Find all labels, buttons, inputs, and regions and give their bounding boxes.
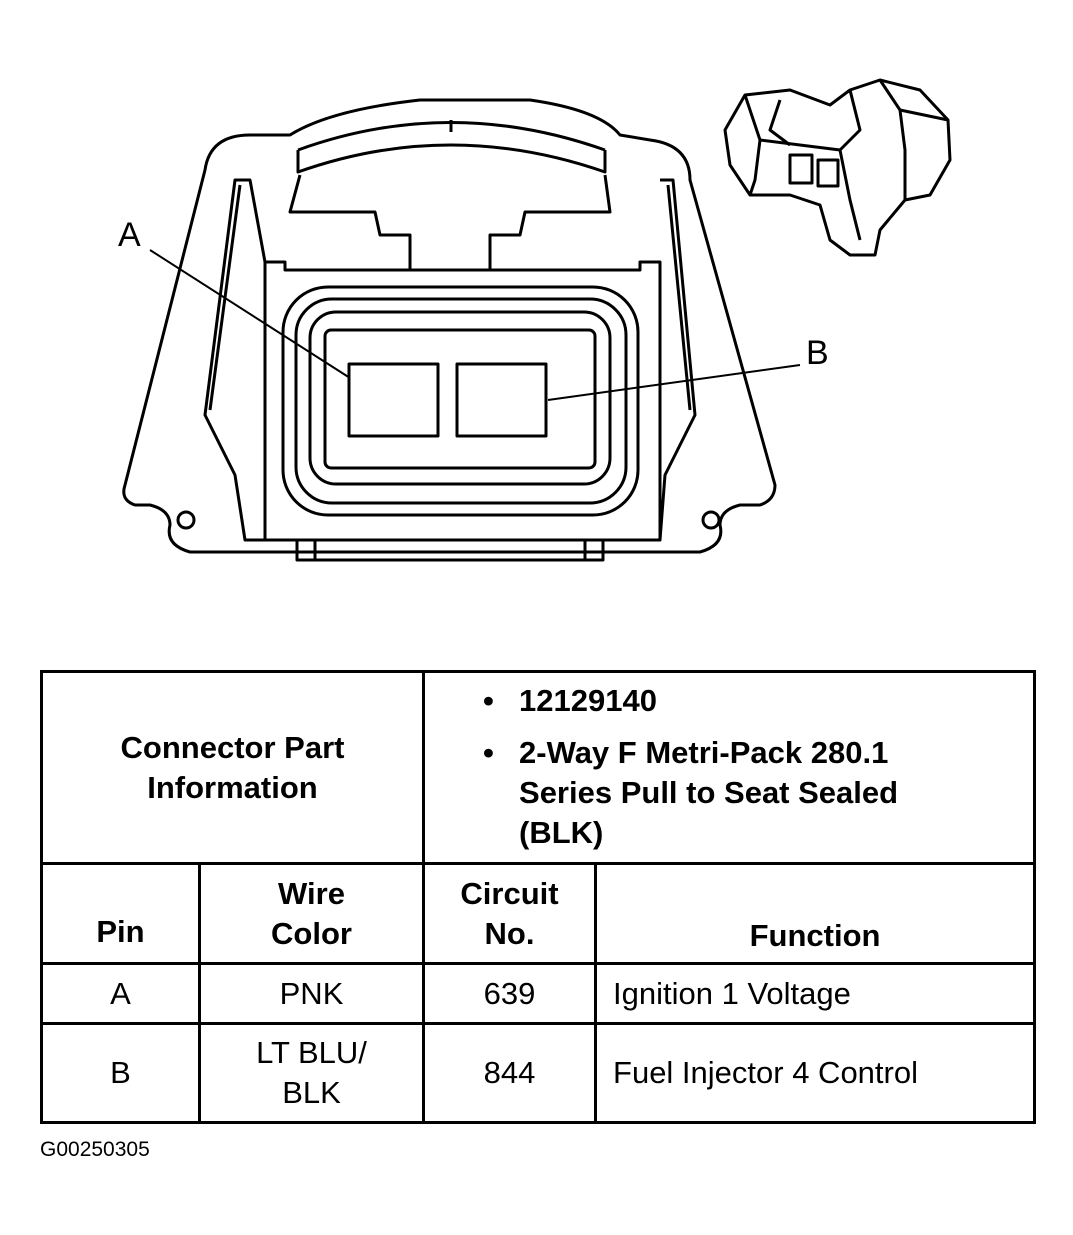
function-cell: Ignition 1 Voltage [594,962,1037,1025]
circuit-cell: 639 [422,962,598,1025]
inner-frame [263,260,662,542]
table-row: A PNK 639 Ignition 1 Voltage [40,962,1037,1025]
pin-label-b: B [806,334,829,372]
connector-housing-outline [122,98,777,554]
header-row: Pin Wire Color Circuit No. Function [40,862,1037,965]
terminal-cavity-a [347,362,440,438]
leader-line-a [149,249,351,379]
bullet-icon: • [483,735,494,770]
latch-block [288,174,612,272]
terminal-cavity-b [455,362,548,438]
pin-cell: B [40,1022,201,1124]
part-info-row: Connector Part Information • 12129140 • … [39,670,1037,865]
header-wire-color: Wire Color [197,862,426,965]
header-function: Function [594,862,1037,965]
pin-cell: A [40,962,201,1025]
connector-info-table: Connector Part Information • 12129140 • … [39,670,1037,1124]
circuit-cell: 844 [422,1022,598,1124]
connector-isometric-view [723,78,952,257]
connector-face-diagram: A B [118,78,952,562]
part-info-label: Connector Part Information [39,670,426,865]
header-pin: Pin [40,862,201,965]
mount-eye-right [701,510,721,530]
function-cell: Fuel Injector 4 Control [594,1022,1037,1124]
part-info-item: • 12129140 [425,681,1033,721]
part-info-list: • 12129140 • 2-Way F Metri-Pack 280.1 Se… [422,670,1037,865]
bullet-icon: • [483,683,494,718]
leader-line-b [547,364,801,401]
part-description: 2-Way F Metri-Pack 280.1 Series Pull to … [519,735,899,850]
table-row: B LT BLU/ BLK 844 Fuel Injector 4 Contro… [40,1022,1037,1124]
part-info-item: • 2-Way F Metri-Pack 280.1 Series Pull t… [425,733,1033,853]
header-circuit-no: Circuit No. [422,862,598,965]
seal-ring-outer [281,285,640,517]
seal-ring-inner [308,310,612,486]
part-number: 12129140 [519,683,657,718]
wire-color-cell: LT BLU/ BLK [197,1022,426,1124]
pin-label-a: A [118,216,141,254]
figure-code: G00250305 [40,1138,150,1161]
mount-eye-left [176,510,196,530]
wire-color-cell: PNK [197,962,426,1025]
